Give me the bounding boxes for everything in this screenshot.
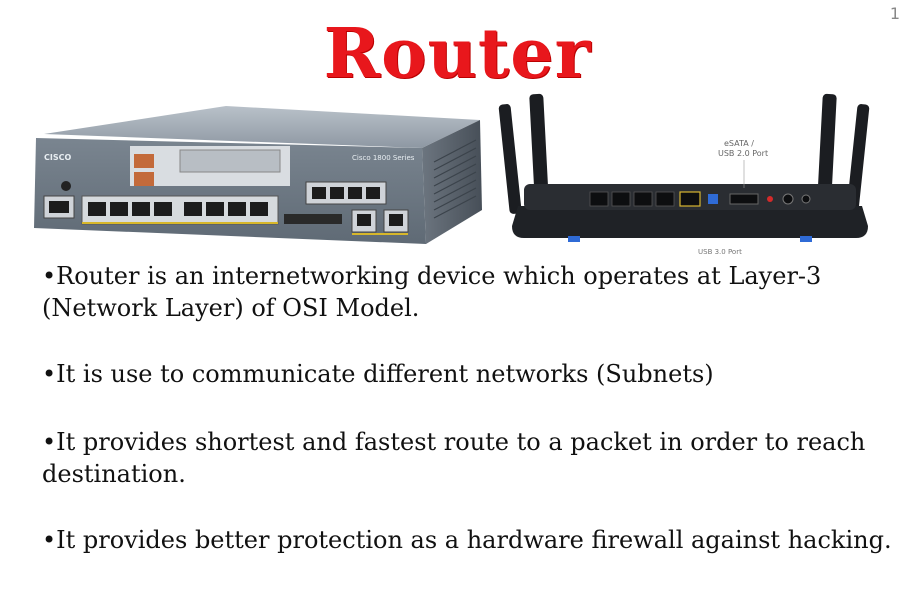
slide-title: Router [323, 14, 592, 94]
usb3-port-label: USB 3.0 Port [698, 248, 742, 256]
linksys-router-image: eSATA / USB 2.0 Port USB 3.0 Port [498, 93, 870, 256]
bullet-firewall: •It provides better protection as a hard… [42, 526, 892, 554]
bullet-communicate: •It is use to communicate different netw… [42, 360, 714, 388]
bullet-list: •Router is an internetworking device whi… [42, 260, 892, 590]
cisco-brand-text: CISCO [44, 153, 71, 162]
esata-port-label-line2: USB 2.0 Port [718, 149, 768, 158]
bullet-layer3: •Router is an internetworking device whi… [42, 262, 822, 322]
bullet-route: •It provides shortest and fastest route … [42, 428, 866, 488]
esata-port-label-line1: eSATA / [724, 139, 754, 148]
cisco-router-image: CISCO Cisco 1800 Series [34, 106, 482, 244]
corner-mark: 1 [889, 4, 901, 23]
cisco-model-text: Cisco 1800 Series [352, 154, 415, 162]
